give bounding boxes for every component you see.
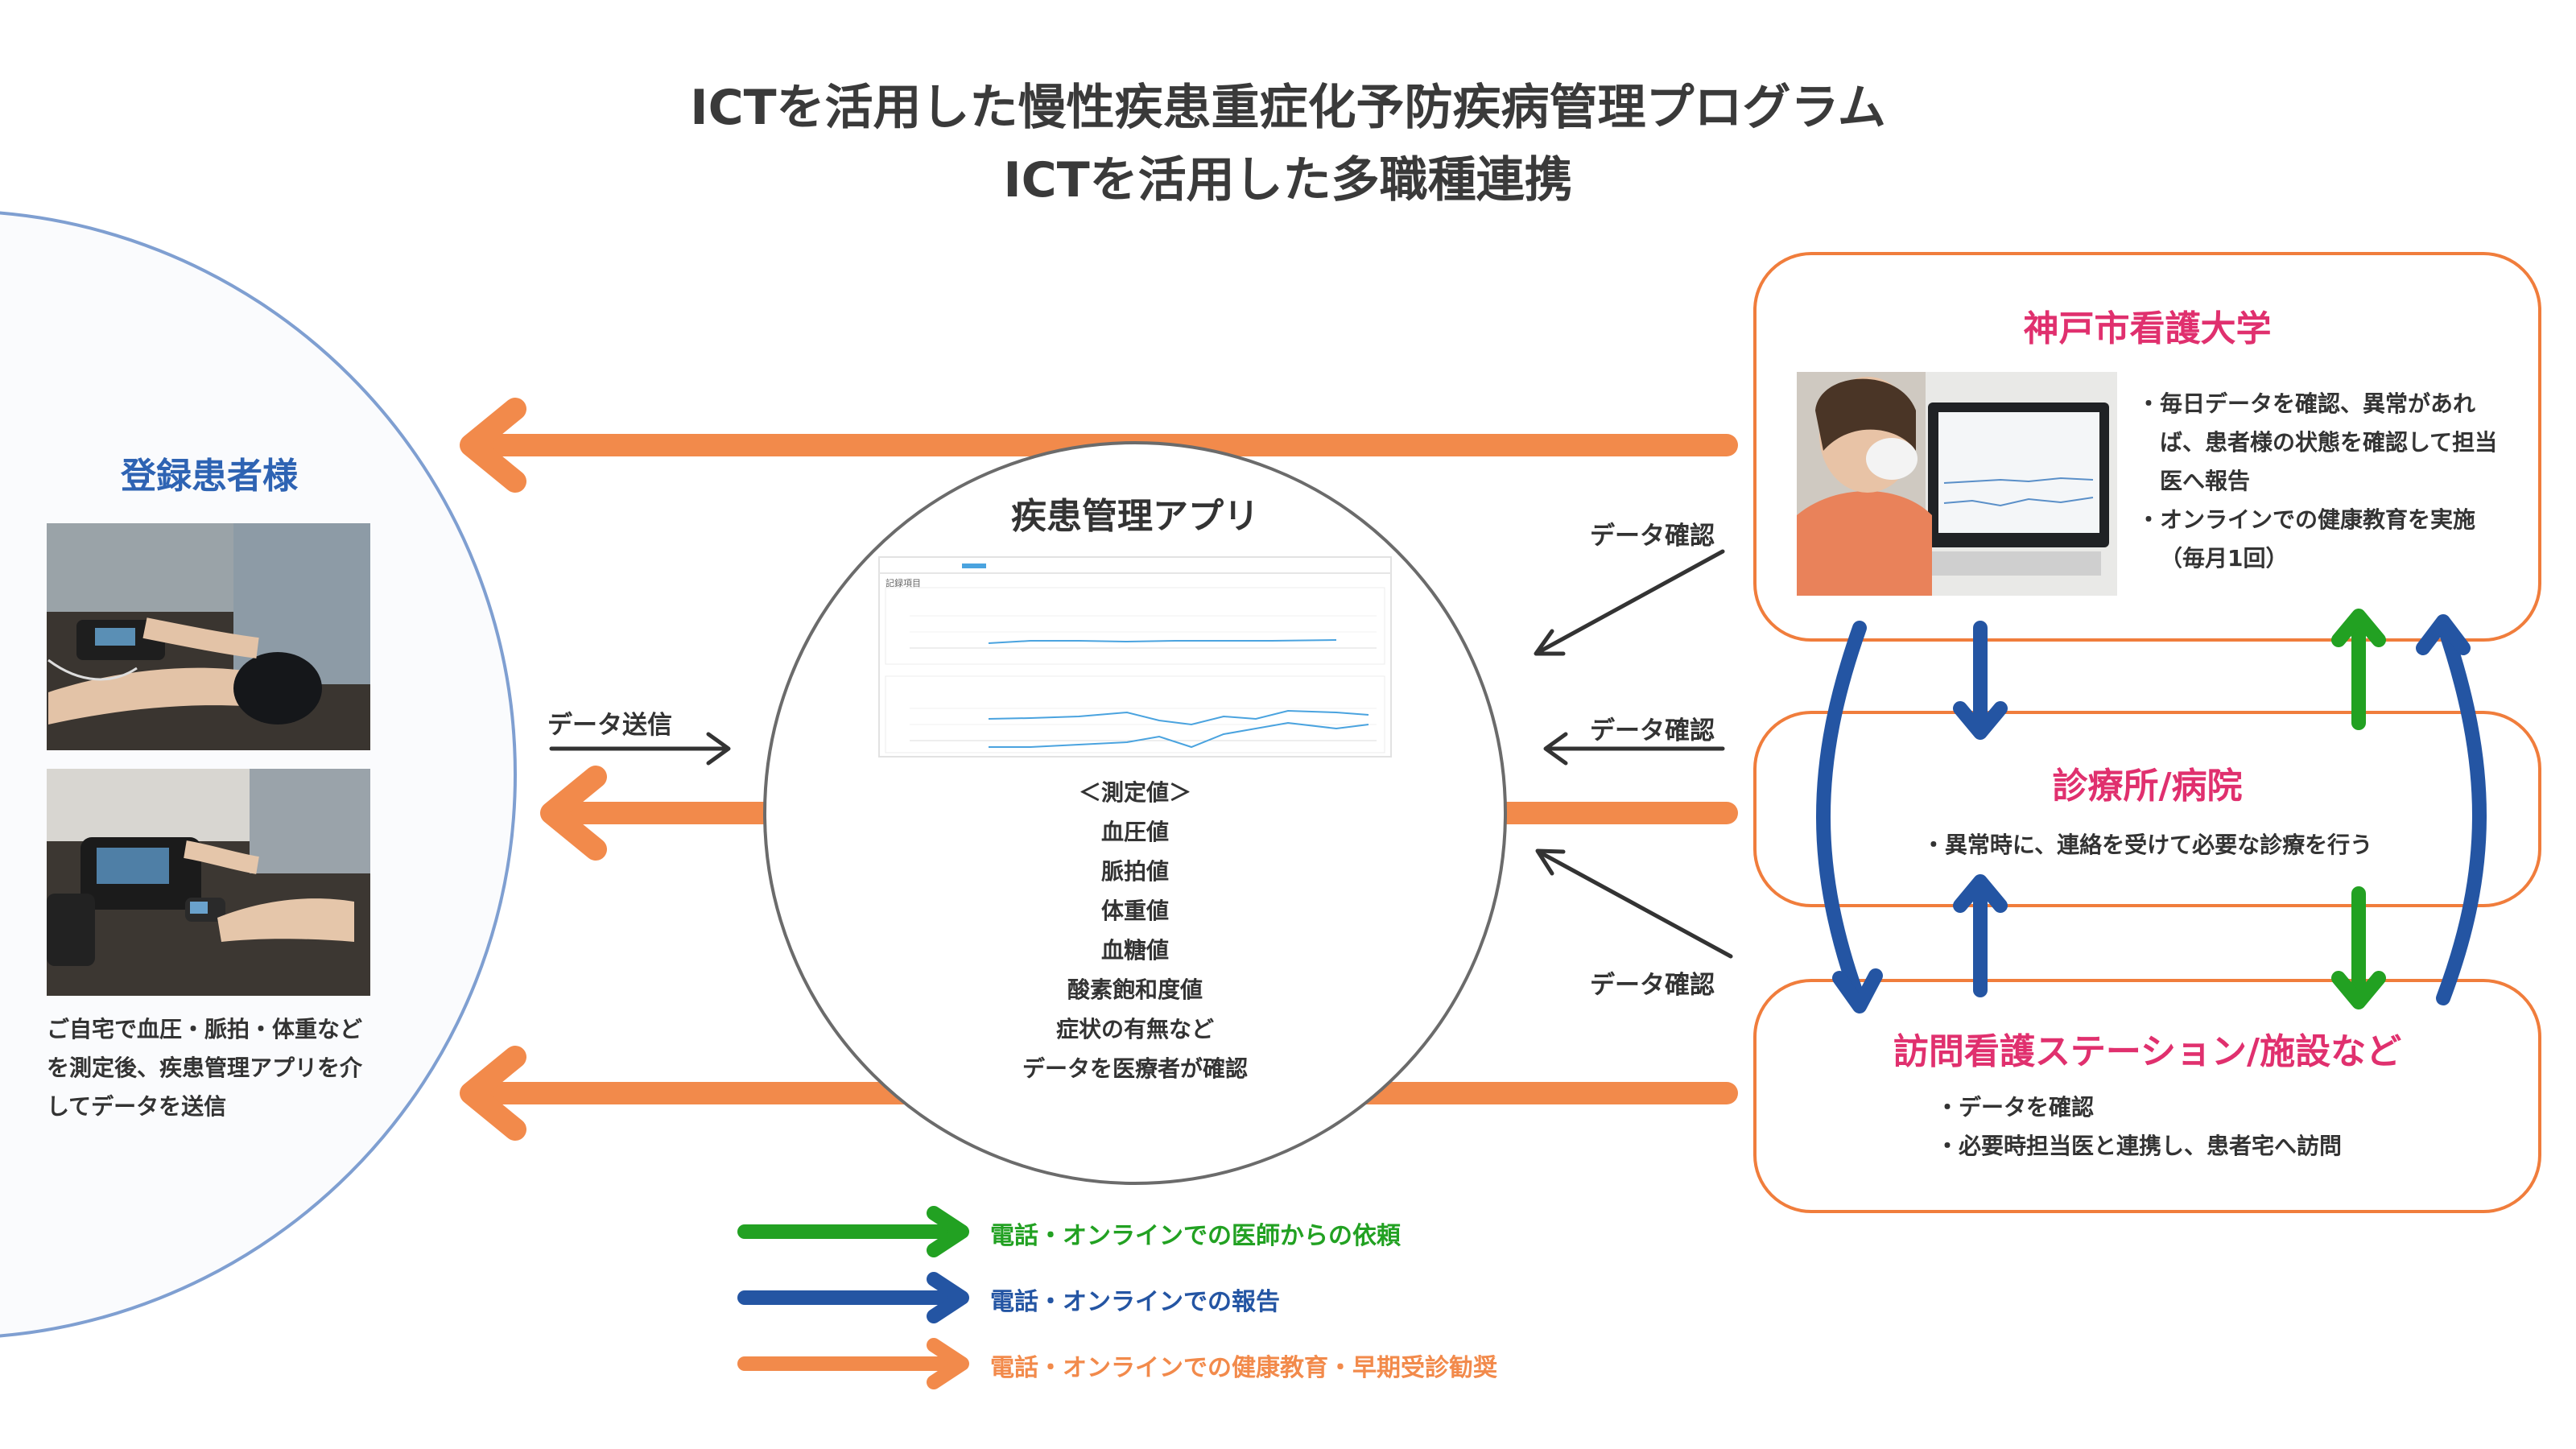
university-bullet: ・オンラインでの健康教育を実施: [2137, 506, 2476, 533]
data-send-label: データ送信: [547, 711, 672, 740]
patient-desc-line: を測定後、疾患管理アプリを介: [47, 1055, 363, 1081]
measure-item: 酸素飽和度値: [1067, 976, 1203, 1003]
university-bullet: （毎月1回）: [2160, 545, 2289, 572]
legend-orange-label: 電話・オンラインでの健康教育・早期受診勧奨: [990, 1354, 1497, 1382]
legend-arrows: [737, 1206, 969, 1389]
page-subtitle: ICTを活用した多職種連携: [1003, 152, 1573, 208]
patient-title: 登録患者様: [121, 456, 298, 497]
measure-header: ＜測定値＞: [1078, 779, 1191, 806]
orange-arrow-middle-head: [540, 766, 607, 861]
legend-blue-label: 電話・オンラインでの報告: [990, 1288, 1280, 1316]
app-screenshot: [878, 556, 1392, 758]
data-check-arrow-3: [1539, 851, 1733, 959]
green-arrows: [2331, 609, 2386, 1009]
blue-arrow-curve-left: [1816, 621, 1867, 1009]
nurse-computer-photo: [1797, 372, 2117, 596]
data-arrows: [549, 549, 1733, 959]
app-chart-line-3: [989, 721, 1369, 749]
orange-arrow-top-head: [460, 398, 526, 493]
blue-arrow-curve-right: [2436, 617, 2487, 1005]
app-title: 疾患管理アプリ: [1011, 496, 1259, 537]
station-bullet: ・データを確認: [1936, 1094, 2095, 1121]
university-bullet: ば、患者様の状態を確認して担当: [2160, 429, 2498, 456]
university-bullet: 医へ報告: [2160, 468, 2251, 494]
station-box: [1753, 979, 2541, 1213]
app-chart-line-1: [988, 639, 1337, 644]
app-chart-line-2: [988, 709, 1369, 726]
app-footer: データを医療者が確認: [1022, 1055, 1248, 1082]
measure-item: 症状の有無など: [1055, 1016, 1214, 1042]
station-bullets: ・データを確認 ・必要時担当医と連携し、患者宅へ訪問: [1936, 1088, 2500, 1166]
data-check-label-2: データ確認: [1590, 716, 1715, 745]
patient-desc-line: ご自宅で血圧・脈拍・体重など: [47, 1016, 363, 1042]
measure-item: 体重値: [1100, 898, 1169, 924]
station-title: 訪問看護ステーション/施設など: [1893, 1031, 2402, 1072]
clinic-title: 診療所/病院: [2052, 766, 2243, 807]
blue-arrows: [1816, 614, 2487, 1013]
page-title: ICTを活用した慢性疾患重症化予防疾病管理プログラム: [690, 80, 1886, 136]
patient-description: ご自宅で血圧・脈拍・体重など を測定後、疾患管理アプリを介 してデータを送信: [47, 1010, 401, 1126]
orange-arrow-bottom-head: [460, 1046, 526, 1141]
measure-item: 血圧値: [1100, 819, 1169, 845]
app-screen-title: 記録項目: [886, 578, 921, 588]
data-check-arrow-1: [1539, 549, 1725, 653]
pulse-oximeter-photo: [47, 769, 370, 996]
blood-pressure-photo: [47, 523, 370, 750]
measure-item: 脈拍値: [1100, 858, 1169, 885]
data-check-label-3: データ確認: [1590, 971, 1715, 1000]
clinic-bullet: ・異常時に、連絡を受けて必要な診療を行う: [1922, 832, 2373, 858]
data-check-label-1: データ確認: [1590, 522, 1715, 551]
station-bullet: ・必要時担当医と連携し、患者宅へ訪問: [1936, 1133, 2343, 1159]
patient-desc-line: してデータを送信: [47, 1093, 227, 1120]
university-title: 神戸市看護大学: [2023, 308, 2272, 349]
university-bullets: ・毎日データを確認、異常があれ ば、患者様の状態を確認して担当 医へ報告 ・オン…: [2137, 385, 2524, 578]
clinic-box: [1753, 711, 2541, 907]
measure-item: 血糖値: [1100, 937, 1169, 964]
legend-green-label: 電話・オンラインでの医師からの依頼: [990, 1222, 1401, 1250]
university-bullet: ・毎日データを確認、異常があれ: [2137, 390, 2476, 417]
